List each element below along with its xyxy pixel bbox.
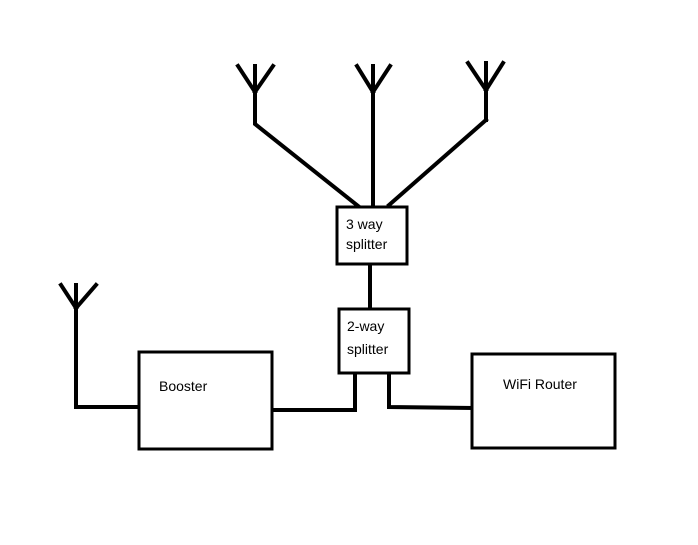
three-way-splitter-label-line2: splitter	[346, 236, 388, 252]
cable-booster-to-splitter	[270, 372, 357, 412]
wifi-router-label: WiFi Router	[503, 376, 577, 392]
booster-label: Booster	[159, 378, 208, 394]
three-way-splitter: 3 way splitter	[335, 205, 409, 266]
booster-box: Booster	[137, 350, 274, 451]
two-way-splitter-label-line1: 2-way	[347, 318, 384, 334]
two-way-splitter-label-line2: splitter	[347, 341, 389, 357]
antenna-right-icon	[465, 60, 506, 122]
cable-right-antenna	[386, 117, 489, 208]
antenna-center-icon	[354, 63, 393, 207]
cable-left-antenna	[253, 120, 361, 209]
wifi-router-box: WiFi Router	[470, 352, 617, 450]
cable-splitter-to-router	[387, 372, 475, 411]
antenna-booster-icon	[58, 282, 99, 409]
antenna-left-icon	[235, 63, 276, 124]
three-way-splitter-label-line1: 3 way	[346, 216, 383, 232]
two-way-splitter: 2-way splitter	[337, 307, 411, 375]
